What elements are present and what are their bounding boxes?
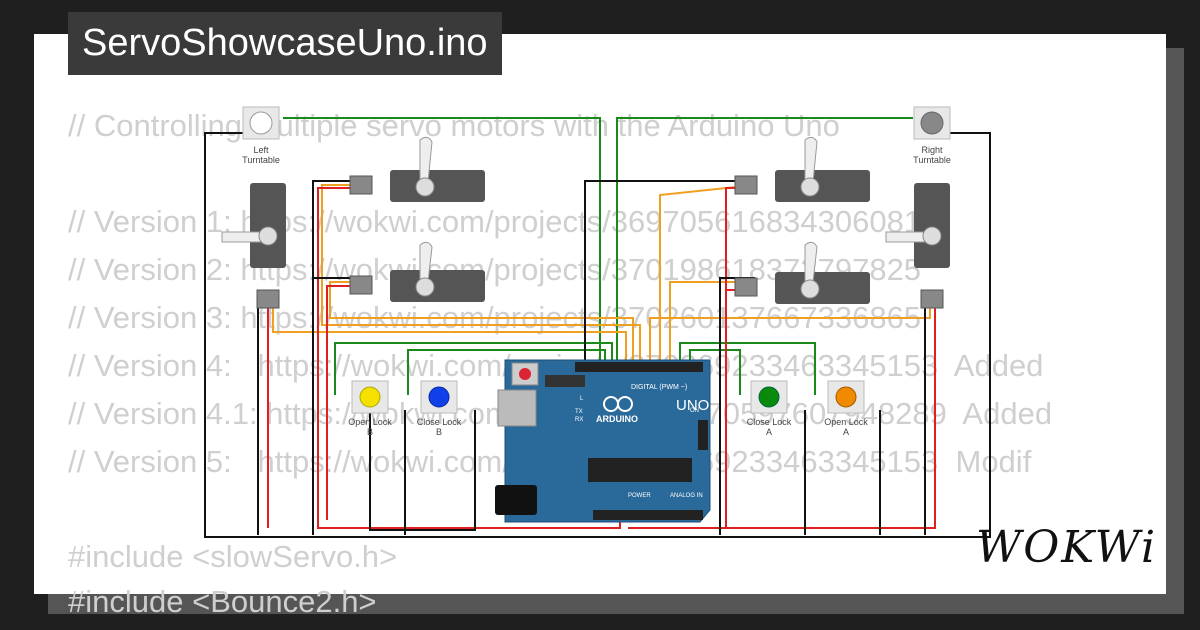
close-lock-a-button[interactable]: Close Lock A	[747, 380, 792, 437]
right-turntable-button[interactable]: Right Turntable	[913, 106, 951, 165]
on-label: ON	[690, 408, 699, 414]
servo-right-turntable[interactable]	[885, 183, 950, 309]
wire-red	[326, 285, 350, 520]
close-lock-b-button[interactable]: Close Lock B	[417, 380, 462, 437]
label: Turntable	[913, 155, 951, 165]
servo-bottom-right[interactable]	[734, 241, 870, 304]
label: Close Lock	[747, 417, 792, 427]
ground-wire	[204, 132, 991, 538]
wire-orange	[262, 304, 627, 360]
wire-red	[726, 305, 936, 529]
wire-black	[312, 180, 350, 535]
wire-orange	[659, 184, 756, 360]
wire-green	[616, 117, 913, 360]
board-brand: ARDUINO	[596, 414, 638, 424]
code-line: #include <Bounce2.h>	[68, 584, 377, 619]
servo-top-left[interactable]	[349, 136, 485, 202]
open-lock-b-button[interactable]: Open Lock B	[348, 380, 392, 437]
wire-orange	[329, 281, 634, 360]
label: Turntable	[242, 155, 280, 165]
servo-bottom-left[interactable]	[349, 241, 485, 302]
wire-green	[679, 342, 816, 395]
arduino-uno-board[interactable]: DIGITAL (PWM ~) UNO ARDUINO POWER ANALOG…	[495, 359, 711, 523]
label: Right	[921, 145, 943, 155]
open-lock-a-button[interactable]: Open Lock A	[824, 380, 868, 437]
left-turntable-button[interactable]: Left Turntable	[242, 106, 280, 165]
wire-black	[369, 410, 476, 531]
wokwi-logo: WOKWi	[976, 522, 1158, 573]
label: A	[843, 427, 849, 437]
analog-label: ANALOG IN	[670, 493, 703, 499]
wire-green	[407, 349, 606, 395]
tx-label: TX	[575, 409, 583, 415]
code-line: #include <slowServo.h>	[68, 539, 398, 574]
wire-red	[317, 187, 621, 529]
label: B	[367, 427, 373, 437]
label: Open Lock	[824, 417, 868, 427]
wire-green	[334, 342, 613, 395]
power-label: POWER	[628, 493, 651, 499]
label: Open Lock	[348, 417, 392, 427]
wire-orange	[649, 305, 931, 360]
code-line: // Version 1: https://wokwi.com/projects…	[68, 204, 922, 239]
wire-green	[689, 349, 741, 395]
servo-left-turntable[interactable]	[221, 183, 286, 309]
servo-top-right[interactable]	[734, 136, 870, 202]
project-title[interactable]: ServoShowcaseUno.ino	[68, 12, 502, 75]
wire-red	[265, 304, 269, 528]
l-label: L	[580, 396, 584, 402]
label: Close Lock	[417, 417, 462, 427]
rx-label: RX	[575, 417, 583, 423]
wire-green	[283, 117, 601, 360]
label: B	[436, 427, 442, 437]
label: A	[766, 427, 772, 437]
wire-black	[584, 180, 755, 360]
label: Left	[253, 145, 269, 155]
wire-orange	[321, 184, 641, 360]
board-name: UNO	[676, 397, 709, 414]
digital-header-label: DIGITAL (PWM ~)	[631, 384, 687, 391]
